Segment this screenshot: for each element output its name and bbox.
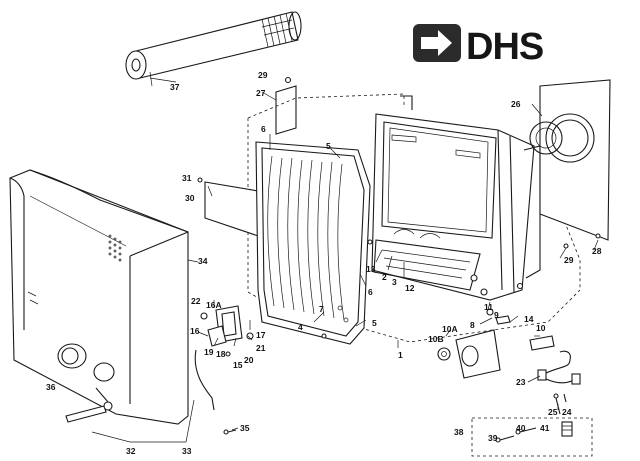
label-40: 40 bbox=[516, 423, 526, 433]
label-4: 4 bbox=[298, 322, 303, 332]
part-34-casing bbox=[9, 169, 189, 425]
label-5-bottom: 5 bbox=[372, 318, 377, 328]
label-17: 17 bbox=[256, 330, 266, 340]
burner-valve-assembly bbox=[437, 308, 555, 379]
label-27: 27 bbox=[256, 88, 266, 98]
label-36: 36 bbox=[46, 382, 56, 392]
part-23-gas-tube bbox=[537, 350, 581, 385]
callout-labels: 37 29 27 6 5 26 31 30 34 28 29 13 2 3 12… bbox=[46, 70, 602, 456]
explode-line-top bbox=[247, 93, 405, 119]
label-37: 37 bbox=[170, 82, 180, 92]
label-12: 12 bbox=[405, 283, 415, 293]
label-8: 8 bbox=[470, 320, 475, 330]
label-30: 30 bbox=[185, 193, 195, 203]
label-10A: 10A bbox=[442, 324, 458, 334]
controls-assembly bbox=[194, 305, 254, 411]
label-38: 38 bbox=[454, 427, 464, 437]
label-14: 14 bbox=[524, 314, 534, 324]
label-7: 7 bbox=[319, 304, 324, 314]
label-13: 13 bbox=[366, 264, 376, 274]
label-18: 18 bbox=[216, 349, 226, 359]
part-12-combustion-chamber bbox=[371, 95, 541, 301]
screws bbox=[223, 239, 569, 435]
label-9: 9 bbox=[494, 310, 499, 320]
label-29-top: 29 bbox=[258, 70, 268, 80]
label-21: 21 bbox=[256, 343, 266, 353]
explode-line-left bbox=[247, 118, 263, 301]
part-37-roll bbox=[125, 11, 302, 87]
label-33: 33 bbox=[182, 446, 192, 456]
explode-line-bottom bbox=[261, 289, 581, 343]
label-28: 28 bbox=[592, 246, 602, 256]
part-28-back-panel bbox=[529, 79, 611, 241]
label-16: 16 bbox=[190, 326, 200, 336]
label-25: 25 bbox=[548, 407, 558, 417]
label-29-right: 29 bbox=[564, 255, 574, 265]
label-19: 19 bbox=[204, 347, 214, 357]
dhs-logo: DHS bbox=[413, 24, 544, 68]
label-26: 26 bbox=[511, 99, 521, 109]
logo-text: DHS bbox=[466, 26, 543, 68]
part-32-shaft bbox=[65, 387, 113, 423]
logo-arrow-icon bbox=[421, 30, 452, 56]
label-3: 3 bbox=[392, 277, 397, 287]
label-41: 41 bbox=[540, 423, 550, 433]
label-2: 2 bbox=[382, 272, 387, 282]
leader-lines bbox=[91, 77, 599, 443]
part-27-strip bbox=[275, 76, 297, 135]
explode-line-right bbox=[539, 159, 581, 290]
label-24: 24 bbox=[562, 407, 572, 417]
label-35: 35 bbox=[240, 423, 250, 433]
label-39: 39 bbox=[488, 433, 498, 443]
label-15: 15 bbox=[233, 360, 243, 370]
part-5-heat-exchanger bbox=[255, 141, 371, 345]
label-6-top: 6 bbox=[261, 124, 266, 134]
label-10: 10 bbox=[536, 323, 546, 333]
label-23: 23 bbox=[516, 377, 526, 387]
label-10B: 10B bbox=[428, 334, 444, 344]
label-5-top: 5 bbox=[326, 141, 331, 151]
label-32: 32 bbox=[126, 446, 136, 456]
label-34: 34 bbox=[198, 256, 208, 266]
label-22: 22 bbox=[191, 296, 201, 306]
label-11: 11 bbox=[484, 302, 493, 312]
label-6-bottom: 6 bbox=[368, 287, 373, 297]
kit-box-38-41 bbox=[471, 417, 593, 457]
label-1: 1 bbox=[398, 350, 403, 360]
label-20: 20 bbox=[244, 355, 254, 365]
label-31: 31 bbox=[182, 173, 192, 183]
label-16A: 16A bbox=[206, 300, 222, 310]
